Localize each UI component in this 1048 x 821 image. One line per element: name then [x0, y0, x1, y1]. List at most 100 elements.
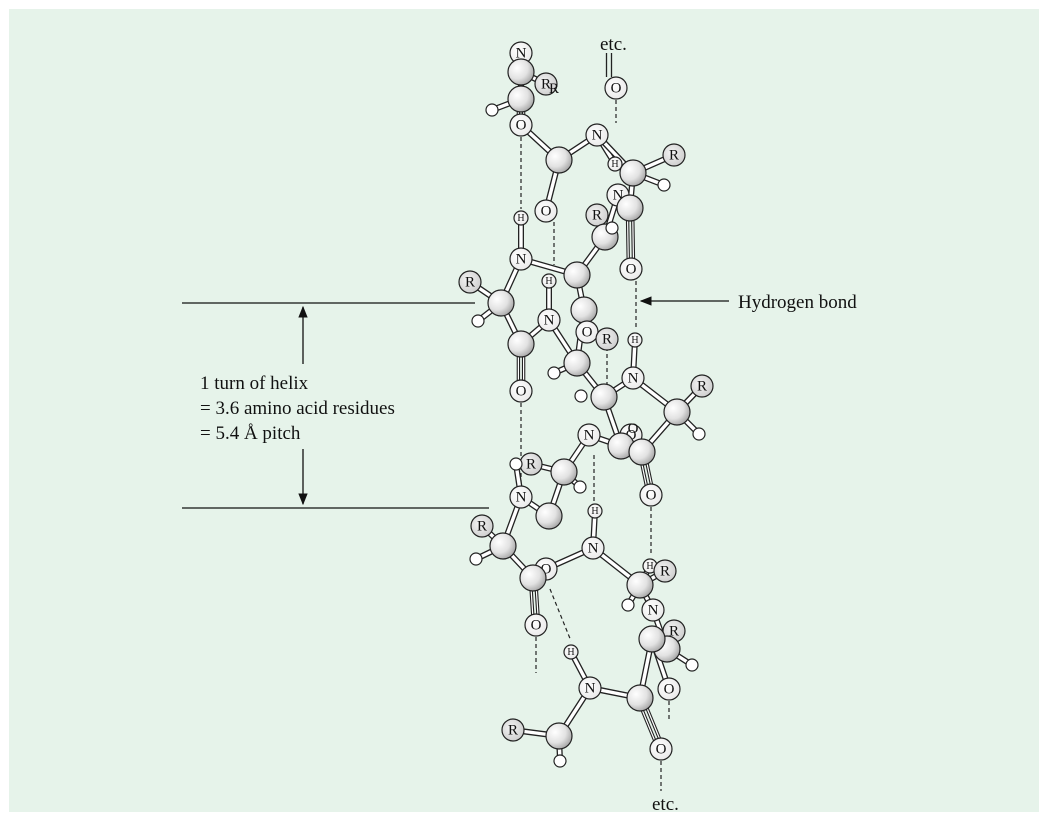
oxygen-atom-circle — [524, 613, 548, 637]
side-chain-atom-r1: R — [534, 72, 558, 96]
carbon-atom-circle — [626, 684, 654, 712]
oxygen-atom-o12: O — [649, 737, 673, 761]
side-chain-atom-r6: R — [690, 374, 714, 398]
hydrogen-dot-h4 — [471, 314, 485, 328]
side-chain-atom-r11: R — [501, 718, 525, 742]
nitrogen-atom-n6: N — [621, 366, 645, 390]
nitrogen-atom-circle — [581, 536, 605, 560]
carbon-atom-circle — [590, 383, 618, 411]
side-chain-atom-symbol: R — [669, 624, 679, 640]
nitrogen-atom-circle — [641, 598, 665, 622]
carbon-atom-circle — [487, 289, 515, 317]
hydrogen-dot-h6 — [574, 389, 588, 403]
oxygen-atom-symbol: O — [541, 204, 552, 220]
side-chain-atom-r7: R — [519, 452, 543, 476]
hydrogen-atom-h5: H — [627, 332, 643, 348]
carbon-atom-circle — [550, 458, 578, 486]
etc-top-label: etc. — [600, 34, 627, 55]
carbon-atom-c8 — [487, 289, 515, 317]
carbon-atom-circle — [507, 330, 535, 358]
hydrogen-atom-circle — [607, 156, 623, 172]
side-chain-atom-circle — [595, 327, 619, 351]
nitrogen-atom-n4: N — [509, 247, 533, 271]
hydrogen-dot-h5 — [547, 366, 561, 380]
side-chain-atom-circle — [690, 374, 714, 398]
carbon-atom-circle — [628, 438, 656, 466]
carbon-atom-circle — [638, 625, 666, 653]
turn-label-line3: = 5.4 Å pitch — [200, 423, 301, 444]
carbon-atom-c16 — [550, 458, 578, 486]
carbon-atom-c17 — [535, 502, 563, 530]
nitrogen-atom-circle — [621, 366, 645, 390]
side-chain-atom-r8: R — [470, 514, 494, 538]
oxygen-atom-circle — [509, 379, 533, 403]
hydrogen-dot-circle — [471, 314, 485, 328]
hydrogen-dot-circle — [685, 658, 699, 672]
panel-background — [9, 9, 1039, 812]
nitrogen-atom-symbol: N — [544, 313, 555, 329]
oxygen-atom-circle — [604, 76, 628, 100]
carbon-atom-c18 — [489, 532, 517, 560]
nitrogen-atom-circle — [585, 123, 609, 147]
hydrogen-atom-circle — [513, 210, 529, 226]
oxygen-atom-circle — [509, 113, 533, 137]
side-chain-atom-circle — [585, 203, 609, 227]
nitrogen-atom-circle — [577, 423, 601, 447]
oxygen-atom-o6: O — [509, 379, 533, 403]
hydrogen-dot-h1 — [485, 103, 499, 117]
hydrogen-dot-circle — [509, 457, 523, 471]
side-chain-atom-r5: R — [595, 327, 619, 351]
turn-label-line2: = 3.6 amino acid residues — [200, 398, 395, 419]
hydrogen-dot-h13 — [553, 754, 567, 768]
side-chain-atom-circle — [653, 559, 677, 583]
hydrogen-atom-h10: H — [563, 644, 579, 660]
hydrogen-dot-circle — [621, 598, 635, 612]
carbon-atom-circle — [626, 571, 654, 599]
carbon-atom-c11 — [563, 349, 591, 377]
side-chain-atom-symbol: R — [669, 148, 679, 164]
carbon-atom-c5 — [616, 194, 644, 222]
oxygen-atom-circle — [649, 737, 673, 761]
oxygen-atom-symbol: O — [516, 118, 527, 134]
nitrogen-atom-symbol: N — [648, 603, 659, 619]
hydrogen-atom-circle — [541, 273, 557, 289]
side-chain-atom-circle — [470, 514, 494, 538]
side-chain-atom-circle — [534, 72, 558, 96]
carbon-atom-c22 — [638, 625, 666, 653]
hydrogen-atom-symbol: H — [631, 335, 638, 346]
oxygen-atom-symbol: O — [626, 262, 637, 278]
carbon-atom-c13 — [663, 398, 691, 426]
carbon-atom-c15 — [628, 438, 656, 466]
carbon-atom-c9 — [570, 296, 598, 324]
carbon-atom-circle — [535, 502, 563, 530]
hydrogen-dot-circle — [692, 427, 706, 441]
hydrogen-dot-h10 — [469, 552, 483, 566]
hydrogen-bonds-layer — [520, 100, 670, 791]
hydrogen-atom-circle — [587, 503, 603, 519]
hydrogen-dot-circle — [469, 552, 483, 566]
carbon-atom-c20 — [626, 571, 654, 599]
oxygen-atom-o1: O — [509, 113, 533, 137]
oxygen-atom-symbol: O — [541, 562, 552, 578]
hydrogen-atom-symbol: H — [545, 276, 552, 287]
oxygen-atom-circle — [657, 677, 681, 701]
side-chain-atom-r4: R — [458, 270, 482, 294]
side-chain-atom-symbol: R — [526, 457, 536, 473]
oxygen-atom-symbol: O — [664, 682, 675, 698]
nitrogen-atom-n5: N — [537, 308, 561, 332]
carbon-atom-circle — [663, 398, 691, 426]
carbon-atom-circle — [563, 349, 591, 377]
hydrogen-dot-circle — [547, 366, 561, 380]
side-chain-atom-symbol: R — [541, 77, 551, 93]
hydrogen-atom-symbol: H — [611, 159, 618, 170]
oxygen-atom-circle — [534, 199, 558, 223]
hydrogen-bond-callout: Hydrogen bond — [639, 292, 857, 313]
hydrogen-bond-label: Hydrogen bond — [738, 292, 857, 313]
hydrogen-atom-symbol: H — [646, 561, 653, 572]
hydrogen-atom-symbol: H — [517, 213, 524, 224]
nitrogen-atom-symbol: N — [585, 681, 596, 697]
carbon-atom-circle — [545, 146, 573, 174]
oxygen-atom-o4: O — [619, 257, 643, 281]
hydrogen-bond-10 — [549, 588, 572, 642]
carbon-atom-c7 — [563, 261, 591, 289]
